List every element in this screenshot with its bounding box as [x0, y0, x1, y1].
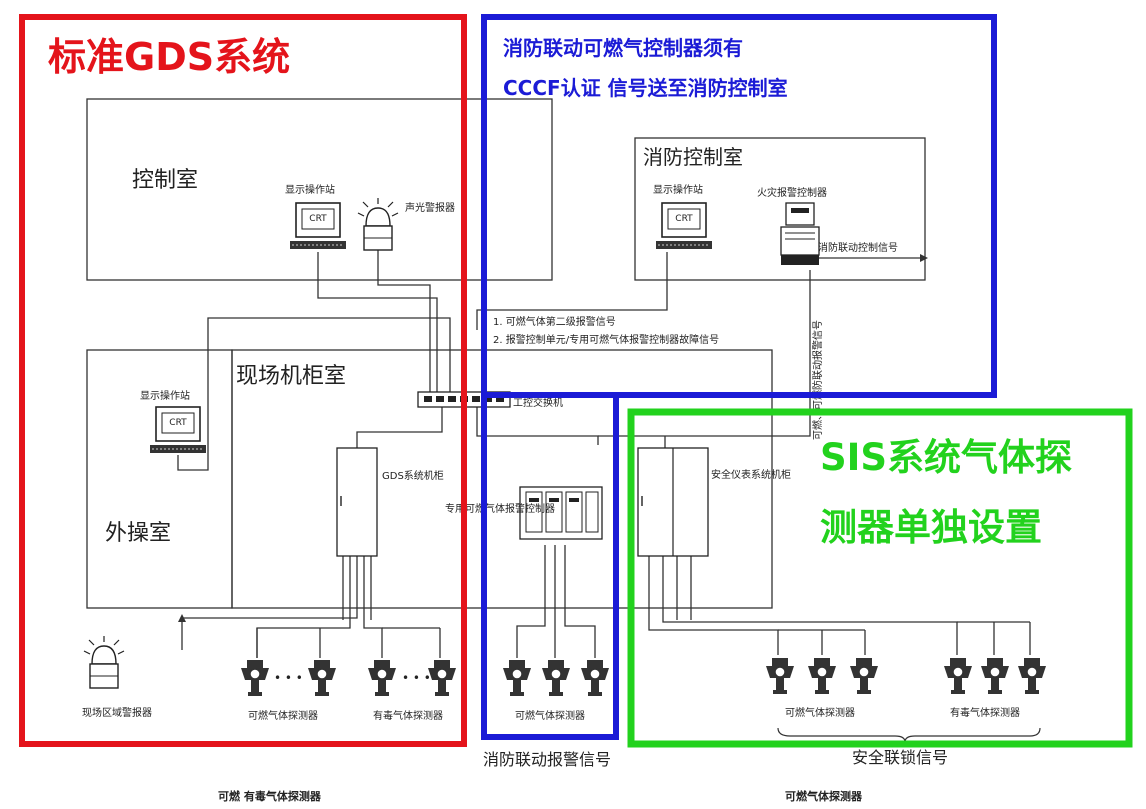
fire-linkage-alarm-signal-label: 消防联动报警信号	[483, 750, 611, 769]
fire-combustible-label: 可燃气体探测器	[515, 709, 585, 722]
sis-toxic-detector-icon-1	[943, 657, 973, 695]
fire-detector-icon-3	[580, 659, 610, 697]
switch-label: 工控交换机	[513, 396, 563, 409]
field-alarm-label: 现场区域警报器	[82, 706, 152, 719]
dedicated-controller-icon	[519, 486, 603, 540]
gds-toxic-label: 有毒气体探测器	[373, 709, 443, 722]
outside-display-station-label: 显示操作站	[140, 389, 190, 402]
signal-2-label: 2. 报警控制单元/专用可燃气体报警控制器故障信号	[493, 333, 719, 346]
gds-cabinet-icon	[336, 447, 378, 557]
crt-label: CRT	[309, 214, 327, 224]
fire-detector-icon-2	[541, 659, 571, 697]
gds-cabinet-label: GDS系统机柜	[382, 469, 444, 482]
gds-system-title: 标准GDS系统	[48, 35, 290, 79]
sis-system-frame	[627, 408, 1133, 748]
outside-crt-label: CRT	[169, 418, 187, 428]
sis-toxic-detector-icon-2	[980, 657, 1010, 695]
field-alarm-icon	[83, 635, 125, 689]
bottom-caption-right: 可燃气体探测器	[785, 789, 863, 803]
fire-linkage-title-2: CCCF认证 信号送至消防控制室	[503, 76, 788, 100]
bottom-caption-left: 可燃 有毒气体探测器	[218, 789, 322, 803]
fire-control-room-label: 消防控制室	[643, 145, 743, 169]
dedicated-controller-label: 专用可燃气体报警控制器	[445, 502, 555, 515]
gds-toxic-detector-icon-2	[427, 659, 457, 697]
field-cabinet-room-label: 现场机柜室	[236, 364, 346, 389]
sis-cabinet-label-1: 安全仪表系统机柜	[711, 468, 791, 481]
control-room-label: 控制室	[132, 168, 198, 193]
linkage-arrow-head	[920, 254, 928, 262]
fire-display-station-label: 显示操作站	[653, 183, 703, 196]
safety-interlock-brace	[777, 727, 1041, 743]
sis-combustible-detector-icon-2	[807, 657, 837, 695]
fire-control-room-box	[634, 137, 926, 281]
signal-1-label: 1. 可燃气体第二级报警信号	[493, 315, 616, 328]
vertical-signal-label: 可燃、可燃防联动报警信号	[811, 320, 824, 440]
control-room-box	[86, 98, 553, 281]
fire-crt-monitor-icon	[655, 202, 713, 250]
fire-alarm-controller-label: 火灾报警控制器	[757, 186, 827, 199]
fire-detector-icon-1	[502, 659, 532, 697]
fire-crt-label: CRT	[675, 214, 693, 224]
gds-combustible-label: 可燃气体探测器	[248, 709, 318, 722]
fire-linkage-frame	[481, 14, 997, 398]
audible-visual-alarm-label: 声光警报器	[405, 201, 455, 214]
sis-combustible-detector-icon-1	[765, 657, 795, 695]
crt-monitor-icon	[289, 202, 347, 250]
outside-crt-monitor-icon	[149, 406, 207, 454]
fire-linkage-signal-label: 消防联动控制信号	[818, 241, 898, 254]
gds-system-frame	[19, 14, 467, 747]
sis-cabinet-icon	[637, 447, 709, 557]
sis-toxic-detector-icon-3	[1017, 657, 1047, 695]
gds-combustible-detector-icon-2	[307, 659, 337, 697]
connection-lines	[177, 250, 1031, 658]
outside-operation-room-label: 外操室	[105, 521, 171, 546]
sis-combustible-label: 可燃气体探测器	[785, 706, 855, 719]
outside-operation-room-box	[86, 349, 233, 609]
gds-combustible-detector-icon-1	[240, 659, 270, 697]
sis-toxic-label: 有毒气体探测器	[950, 706, 1020, 719]
sis-combustible-detector-icon-3	[849, 657, 879, 695]
sis-system-title-1: SIS系统气体探	[820, 436, 1072, 479]
gds-toxic-detector-icon-1	[367, 659, 397, 697]
beacon-icon	[357, 197, 399, 251]
sis-system-title-2: 测器单独设置	[820, 506, 1042, 549]
safety-interlock-signal-label: 安全联锁信号	[852, 748, 948, 767]
field-alarm-arrow-head	[178, 614, 186, 622]
gds-ellipsis-2: • • •	[402, 671, 431, 685]
fire-linkage-title-1: 消防联动可燃气控制器须有	[503, 36, 743, 60]
gds-ellipsis-1: • • •	[274, 671, 303, 685]
fire-alarm-controller-icon	[780, 202, 820, 265]
fire-linkage-frame-lower	[481, 395, 619, 740]
display-station-label: 显示操作站	[285, 183, 335, 196]
